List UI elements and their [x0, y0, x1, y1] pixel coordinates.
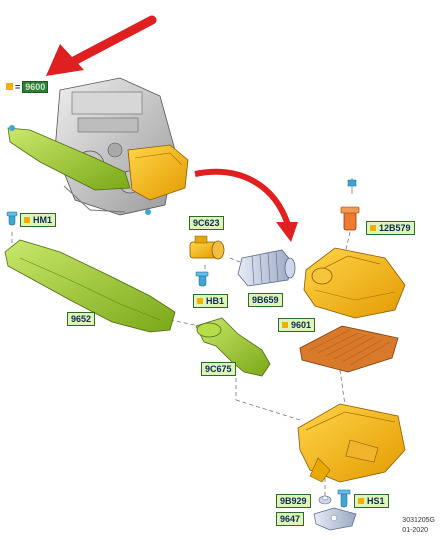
callout-hb1: HB1 [193, 294, 229, 308]
curved-red-arrow [194, 168, 298, 242]
figure-footer: 3031205G 01-2020 [402, 516, 435, 536]
figure-date: 01-2020 [402, 527, 428, 534]
grommet-9b929-part [318, 495, 332, 505]
yellow-marker-icon [358, 498, 364, 504]
air-duct-9652-part [4, 239, 176, 333]
sensor-12b579-part [340, 178, 360, 231]
bracket-9647-part [313, 507, 357, 531]
clip-hm1-part [6, 211, 18, 226]
yellow-swatch-icon [6, 83, 13, 90]
red-pointer-arrow [46, 15, 157, 76]
callout-12b579: 12B579 [366, 221, 415, 235]
yellow-marker-icon [197, 298, 203, 304]
callout-hm1: HM1 [20, 213, 57, 227]
callout-hs1: HS1 [354, 494, 389, 508]
yellow-marker-icon [370, 225, 376, 231]
filter-element-9601-part [299, 325, 399, 373]
engine-assembly-illustration [7, 77, 189, 216]
yellow-marker-icon [282, 322, 288, 328]
callout-9b929: 9B929 [276, 494, 311, 508]
callout-9647: 9647 [276, 512, 305, 526]
callout-9b659: 9B659 [248, 293, 283, 307]
callout-9601: 9601 [278, 318, 316, 332]
sensor-9c623-part [189, 235, 225, 260]
bolt-hb1-part [195, 271, 209, 287]
airbox-lower-part [297, 403, 406, 483]
yellow-marker-icon [24, 217, 30, 223]
airbox-cover-part [303, 247, 406, 319]
screw-hs1-part [337, 489, 351, 508]
callout-9c623: 9C623 [189, 216, 224, 230]
intake-elbow-9c675-part [195, 317, 271, 377]
callout-9652: 9652 [67, 312, 96, 326]
callout-9c675: 9C675 [201, 362, 236, 376]
color-legend: =9600 [6, 81, 49, 93]
figure-id: 3031205G [402, 517, 435, 524]
hose-9b659-part [237, 249, 296, 287]
legend-code: 9600 [22, 81, 49, 93]
